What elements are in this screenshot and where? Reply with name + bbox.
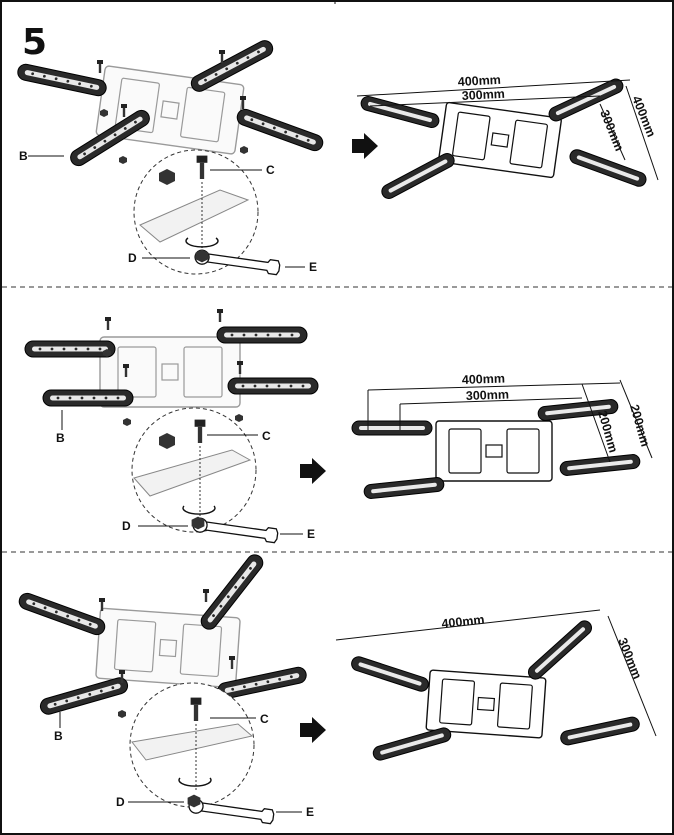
step-number: 5 <box>22 22 47 63</box>
label-c: C <box>266 163 275 177</box>
panel-2-assembled-view: 400mm 300mm 200mm 200mm <box>351 372 653 500</box>
arrow-icon <box>300 717 326 743</box>
label-b: B <box>56 431 65 445</box>
label-c: C <box>260 712 269 726</box>
label-e: E <box>307 527 315 541</box>
panel-3-exploded-view: B C D E <box>16 551 314 825</box>
panel-1: B C D E 400mm 300mm 300mm 400mm <box>15 37 659 276</box>
dimension-300mm: 300mm <box>466 388 510 403</box>
label-c: C <box>262 429 271 443</box>
dimension-300mm: 300mm <box>461 87 505 103</box>
panel-3: B C D E 400mm 300mm <box>16 551 657 825</box>
label-d: D <box>128 251 137 265</box>
panel-1-assembled-view: 400mm 300mm 300mm 400mm <box>356 73 659 202</box>
dimension-vertical-200mm-outer: 200mm <box>627 403 652 448</box>
arrow-icon <box>352 133 378 159</box>
dimension-vertical-400mm: 400mm <box>629 94 658 139</box>
dimension-400mm: 400mm <box>441 613 485 631</box>
panel-2-exploded-view: B C D E <box>24 309 319 544</box>
label-e: E <box>306 805 314 819</box>
label-b: B <box>19 149 28 163</box>
dimension-vertical-300mm: 300mm <box>615 636 644 681</box>
label-d: D <box>116 795 125 809</box>
panel-2: B C D E 400mm 300mm 200mm 200mm <box>24 309 653 544</box>
arrow-icon <box>300 458 326 484</box>
panel-3-assembled-view: 400mm 300mm <box>335 609 657 763</box>
dimension-400mm: 400mm <box>457 73 501 89</box>
panel-1-exploded-view: B C D E <box>15 37 326 276</box>
label-b: B <box>54 729 63 743</box>
label-d: D <box>122 519 131 533</box>
dimension-vertical-300mm: 300mm <box>597 108 626 153</box>
label-e: E <box>309 260 317 274</box>
dimension-400mm: 400mm <box>462 372 506 387</box>
